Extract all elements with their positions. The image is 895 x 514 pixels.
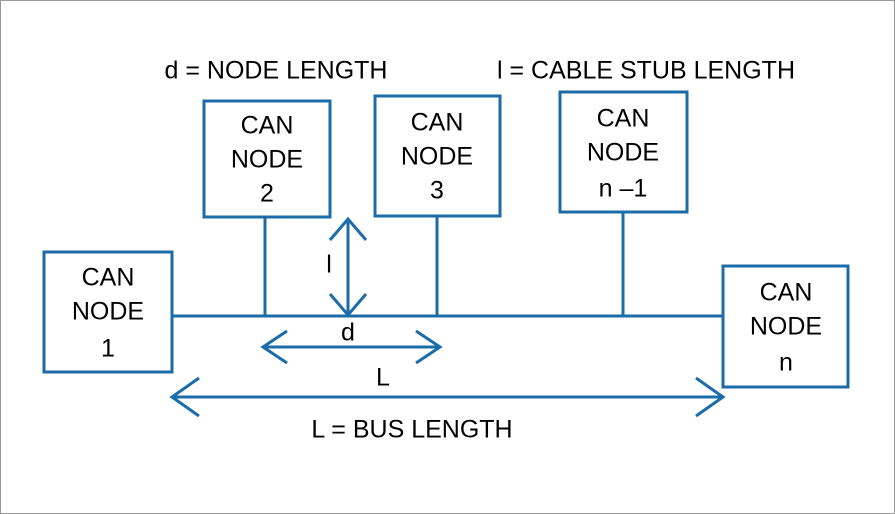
node-n-line-1: CAN bbox=[760, 279, 813, 307]
node-box-can-node-2[interactable] bbox=[202, 99, 332, 219]
stub-length-label: l bbox=[326, 251, 332, 279]
node-2-line-3: 2 bbox=[260, 180, 274, 208]
legend-bus-length: L = BUS LENGTH bbox=[311, 416, 512, 444]
stub-length-arrowhead-down bbox=[328, 293, 368, 318]
node-1-line-1: CAN bbox=[82, 264, 135, 292]
node-length-arrowhead-left bbox=[260, 329, 288, 365]
node-1-line-2: NODE bbox=[72, 298, 144, 326]
node-n-1-line-1: CAN bbox=[597, 105, 650, 133]
bus-length-arrowhead-right bbox=[695, 376, 726, 418]
node-1-line-3: 1 bbox=[101, 335, 115, 363]
node-3-line-2: NODE bbox=[401, 143, 473, 171]
dimension-stub-length: l bbox=[326, 216, 368, 318]
node-2-line-1: CAN bbox=[241, 112, 294, 140]
legend-node-length: d = NODE LENGTH bbox=[165, 57, 388, 85]
node-box-can-node-1[interactable] bbox=[42, 250, 174, 374]
node-length-arrowhead-right bbox=[415, 329, 443, 365]
stub-length-arrowhead-up bbox=[328, 216, 368, 241]
dimension-bus-length: L bbox=[169, 364, 726, 418]
node-box-can-node-n[interactable] bbox=[721, 264, 850, 389]
node-box-can-node-3[interactable] bbox=[373, 94, 502, 218]
node-box-can-node-n-minus-1[interactable] bbox=[558, 90, 689, 214]
dimension-node-length: d bbox=[260, 319, 443, 365]
node-length-label: d bbox=[341, 319, 355, 347]
node-n-line-2: NODE bbox=[750, 313, 822, 341]
node-n-1-line-3: n –1 bbox=[599, 175, 648, 203]
legend-cable-stub-length: l = CABLE STUB LENGTH bbox=[497, 57, 795, 85]
bus-length-label: L bbox=[376, 364, 390, 392]
node-3-line-1: CAN bbox=[411, 109, 464, 137]
bus-length-arrowhead-left bbox=[169, 376, 200, 418]
node-3-line-3: 3 bbox=[430, 177, 444, 205]
node-n-1-line-2: NODE bbox=[587, 139, 659, 167]
node-n-line-3: n bbox=[779, 349, 793, 377]
node-2-line-2: NODE bbox=[231, 146, 303, 174]
